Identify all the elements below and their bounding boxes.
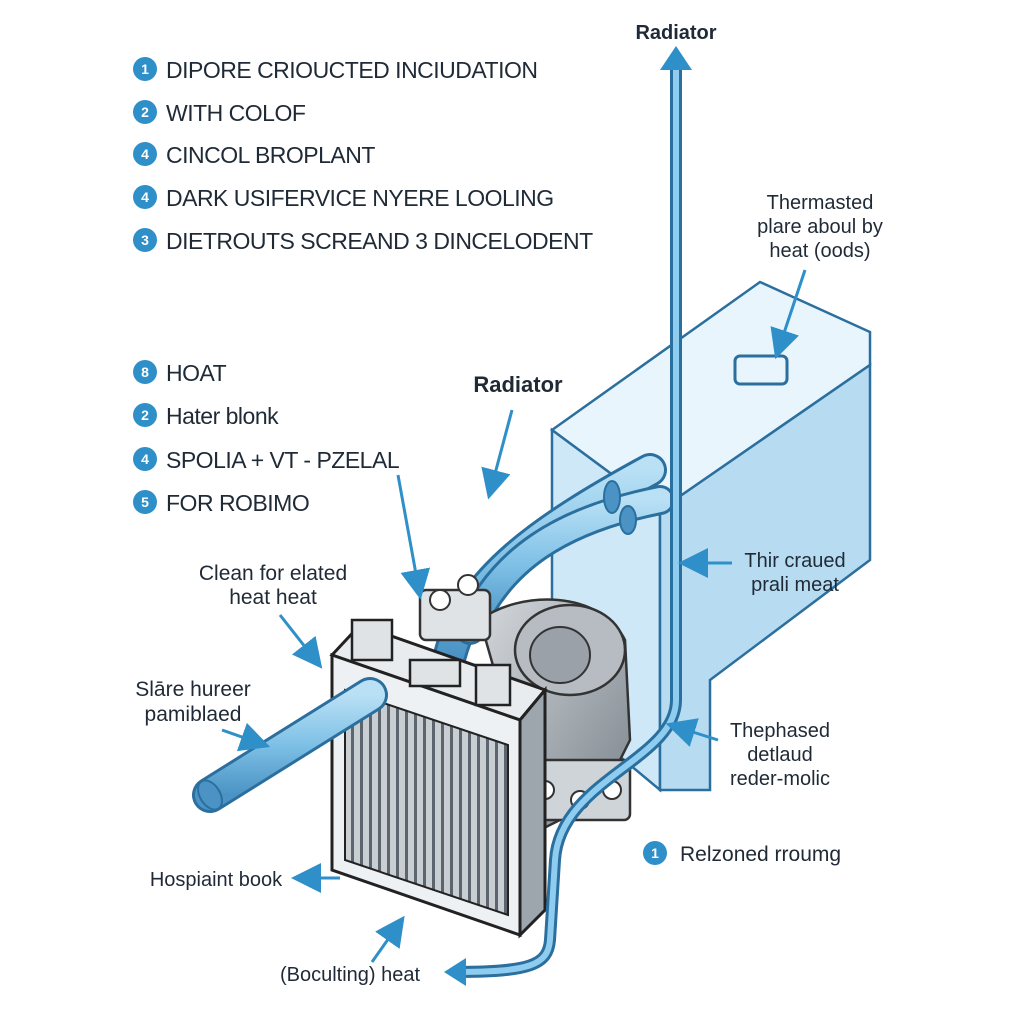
number-badge: [133, 447, 157, 471]
thermostat-label-line2: plare aboul by: [757, 216, 883, 238]
number-badge: [133, 100, 157, 124]
legend-item: 4 SPOLIA + VT - PZELAL: [133, 447, 400, 473]
thermostat-label-line3: heat (oods): [769, 240, 870, 262]
legend-item: 5 FOR ROBIMO: [133, 490, 310, 516]
legend-item: 2 WITH COLOF: [133, 100, 306, 126]
thermostat-port: [733, 354, 789, 386]
badge-number: 3: [141, 232, 149, 248]
thephased-label-line1: Thephased: [730, 720, 830, 742]
badge-number: 1: [141, 61, 149, 77]
legend-text: CINCOL BROPLANT: [166, 142, 375, 168]
thir-label-line2: prali meat: [751, 574, 839, 596]
thermostat-pointer: [770, 269, 807, 360]
radiator-top-label: Radiator: [635, 22, 716, 44]
clean-label-line2: heat heat: [229, 586, 317, 609]
legend-item: 1 DIPORE CRIOUCTED INCIUDATION: [133, 57, 538, 83]
coolant-flow-line: [444, 46, 692, 986]
legend-item: 8 HOAT: [133, 360, 227, 386]
legend-text: WITH COLOF: [166, 100, 306, 126]
inlet-hose: [192, 677, 388, 813]
clean-label-line1: Clean for elated: [199, 562, 347, 585]
thermostat-label-line1: Thermasted: [767, 192, 874, 214]
radiator-mid-label: Radiator: [473, 372, 563, 397]
thephased-label-line2: detlaud: [747, 744, 813, 766]
legend-mid: 8 HOAT 2 Hater blonk 4 SPOLIA + VT - PZE…: [133, 360, 400, 516]
legend-text: HOAT: [166, 360, 227, 386]
legend-text: Hater blonk: [166, 403, 279, 429]
radiator-core: [329, 618, 548, 939]
legend-text: SPOLIA + VT - PZELAL: [166, 447, 400, 473]
number-badge: [133, 228, 157, 252]
slare-pointer: [221, 722, 271, 752]
slare-label-line1: Slāre hureer: [135, 678, 251, 701]
legend-text: DIETROUTS SCREAND 3 DINCELODENT: [166, 228, 593, 254]
number-badge: [133, 490, 157, 514]
number-badge: [133, 185, 157, 209]
number-badge: [133, 403, 157, 427]
legend-text: DIPORE CRIOUCTED INCIUDATION: [166, 57, 537, 83]
badge-number: 5: [141, 494, 149, 510]
number-badge: [133, 142, 157, 166]
legend-item: 4 DARK USIFERVICE NYERE LOOLING: [133, 185, 554, 211]
flow-arrow-up: [660, 46, 692, 70]
legend-text: FOR ROBIMO: [166, 490, 309, 516]
relzoned-badge-number: 1: [651, 845, 659, 861]
badge-number: 4: [141, 189, 149, 205]
relzoned-badge: [643, 841, 667, 865]
badge-number: 4: [141, 451, 149, 467]
legend-top: 1 DIPORE CRIOUCTED INCIUDATION 2 WITH CO…: [133, 57, 594, 254]
legend-item: 2 Hater blonk: [133, 403, 280, 429]
bocultino-label: (Boculting) heat: [280, 964, 421, 986]
callout-labels: Radiator Radiator Thermasted plare aboul…: [135, 22, 883, 986]
thephased-label-line3: reder-molic: [730, 768, 830, 790]
number-badge: [133, 360, 157, 384]
hospiaint-label: Hospiaint book: [150, 869, 283, 891]
number-badge: [133, 57, 157, 81]
legend-item: 3 DIETROUTS SCREAND 3 DINCELODENT: [133, 228, 594, 254]
slare-label-line2: pamiblaed: [145, 703, 242, 726]
flow-arrow-left: [444, 958, 466, 986]
legend-text: DARK USIFERVICE NYERE LOOLING: [166, 185, 554, 211]
thir-label-line1: Thir craued: [744, 550, 845, 572]
badge-number: 8: [141, 364, 149, 380]
badge-number: 2: [141, 407, 149, 423]
legend-item: 4 CINCOL BROPLANT: [133, 142, 376, 168]
thephased-pointer: [665, 718, 719, 747]
badge-number: 2: [141, 104, 149, 120]
clean-pointer: [278, 614, 323, 669]
badge-number: 4: [141, 146, 149, 162]
relzoned-label: Relzoned rroumg: [680, 843, 841, 866]
radiator-pointer: [481, 409, 514, 500]
pointer-arrows: [221, 269, 807, 963]
bocultino-pointer: [370, 915, 405, 963]
spolia-pointer: [396, 474, 431, 600]
